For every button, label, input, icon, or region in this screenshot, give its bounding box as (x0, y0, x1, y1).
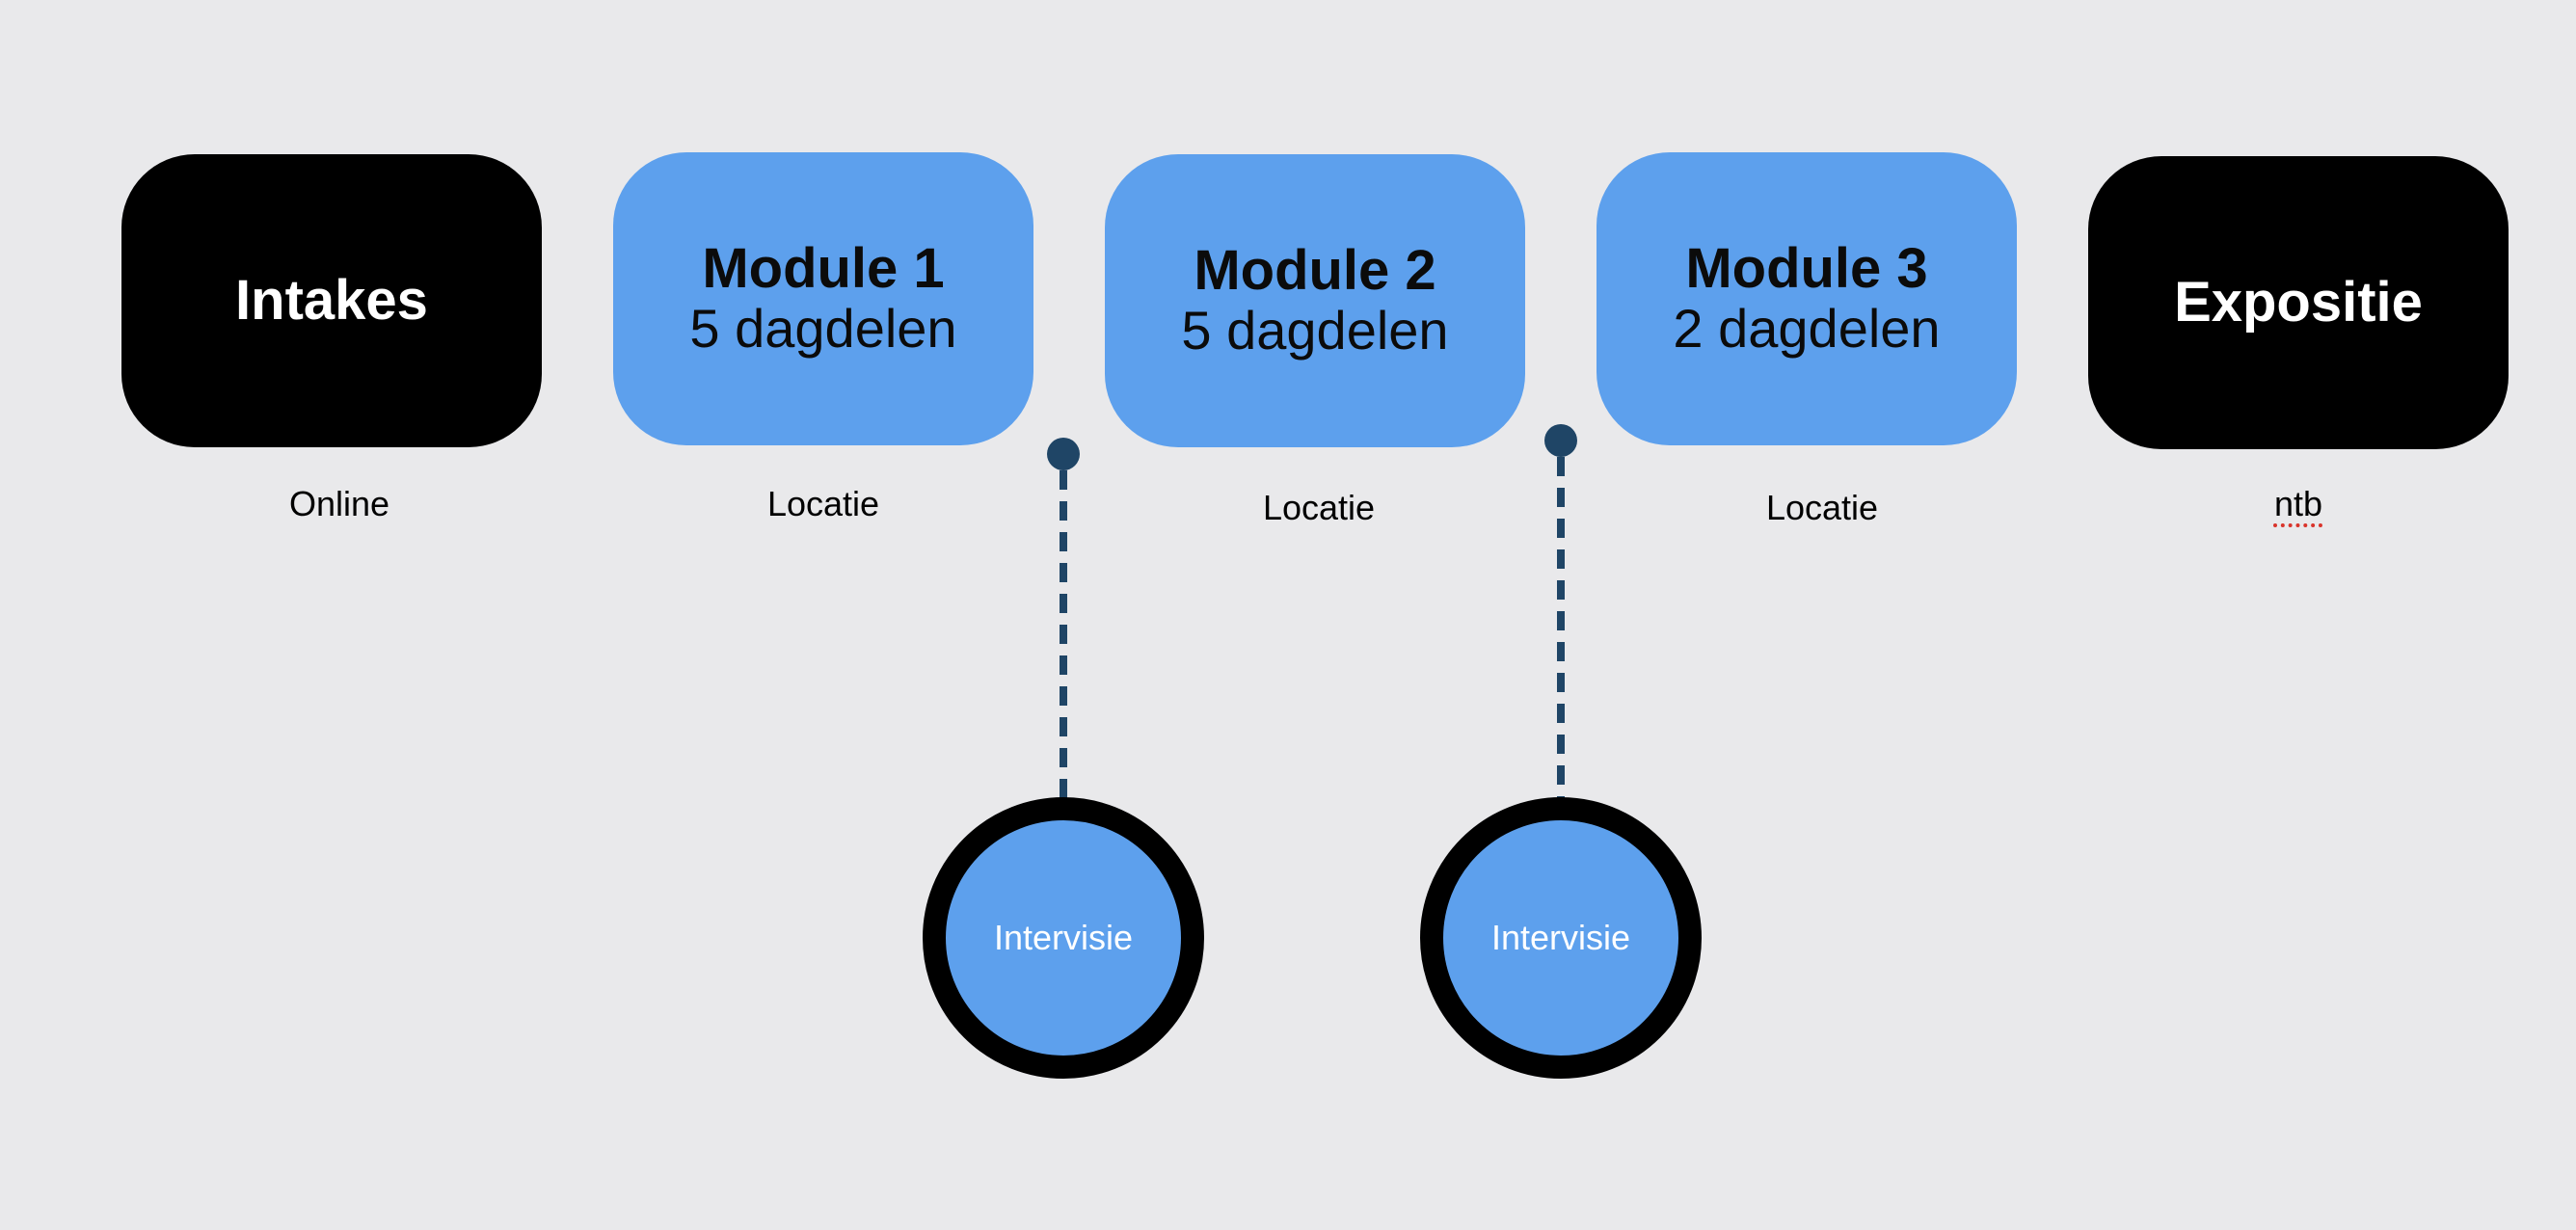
step-subtitle: 2 dagdelen (1673, 298, 1941, 359)
step-caption-expositie: ntb (2088, 484, 2509, 524)
step-expositie: Expositie (2088, 156, 2509, 449)
step-title: Module 3 (1685, 237, 1928, 300)
intervisie-label: Intervisie (993, 918, 1134, 957)
step-subtitle: 5 dagdelen (1181, 300, 1449, 361)
caption-text: ntb (2273, 484, 2323, 523)
step-module-3: Module 3 2 dagdelen (1597, 152, 2017, 445)
intervisie-circle-2: Intervisie (1420, 797, 1702, 1079)
step-title: Module 1 (702, 237, 945, 300)
connector-dot (1047, 438, 1080, 470)
step-title: Expositie (2174, 271, 2423, 334)
step-caption-intakes: Online (288, 484, 390, 523)
step-caption-module-1: Locatie (766, 484, 880, 523)
step-module-1: Module 1 5 dagdelen (613, 152, 1033, 445)
step-subtitle: 5 dagdelen (689, 298, 957, 359)
intervisie-circle-1: Intervisie (923, 797, 1204, 1079)
step-intakes: Intakes (121, 154, 542, 447)
connector-dot (1544, 424, 1577, 457)
step-title: Module 2 (1194, 239, 1436, 302)
step-module-2: Module 2 5 dagdelen (1105, 154, 1525, 447)
step-caption-module-2: Locatie (1262, 488, 1376, 527)
step-title: Intakes (235, 269, 428, 332)
connector-module-1 (1047, 438, 1080, 800)
intervisie-label: Intervisie (1490, 918, 1631, 957)
step-caption-module-3: Locatie (1765, 488, 1879, 527)
connector-module-2 (1544, 424, 1577, 800)
